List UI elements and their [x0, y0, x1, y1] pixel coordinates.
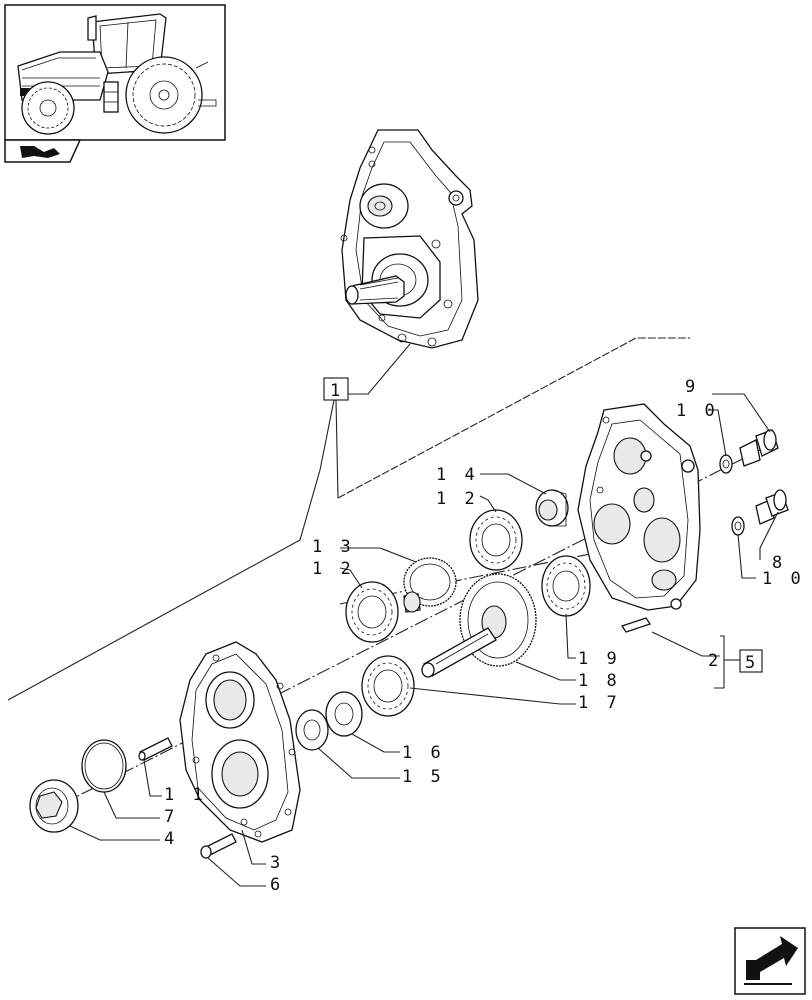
callout-1: 1: [7, 337, 690, 701]
screw-6: [200, 833, 237, 859]
callout-10-lower: 1 0: [762, 569, 805, 589]
pin-11: [138, 737, 173, 761]
gear-shaft-18: [421, 573, 537, 678]
callout-19: 1 9: [578, 649, 621, 669]
gear-13: [403, 557, 457, 613]
callout-12-lower: 1 2: [312, 559, 355, 579]
bolt-lower: [731, 489, 789, 536]
bearing-12-lower: [345, 581, 399, 643]
callout-4: 4: [164, 829, 178, 849]
bearing-19: [541, 555, 591, 617]
bearing-12-upper: [469, 509, 523, 571]
callout-11: 1 1: [164, 785, 207, 805]
bolt-upper: [719, 429, 779, 474]
front-cover: [179, 641, 301, 843]
callout-5: 5: [745, 653, 759, 673]
o-ring-7: [81, 739, 127, 793]
callout-14: 1 4: [436, 465, 479, 485]
callout-12-upper: 1 2: [436, 489, 479, 509]
dowel-pin: [620, 617, 720, 657]
callout-7: 7: [164, 807, 178, 827]
leader-lines: [69, 393, 779, 887]
rear-housing: [577, 403, 701, 611]
book-arrow-icon[interactable]: [4, 139, 82, 163]
assembled-gearbox-housing: [340, 129, 479, 349]
callout-labels: 9 1 0 8 1 0 1 4 1 2 1 3 1 2 1 9 2 5 1 8 …: [164, 377, 805, 895]
spacer-16: [325, 691, 363, 737]
callout-3: 3: [270, 853, 284, 873]
tractor-icon: [17, 13, 217, 135]
callout-6: 6: [270, 875, 284, 895]
bearing-17: [361, 655, 415, 717]
cap-nut-4: [29, 779, 79, 833]
callout-16: 1 6: [402, 743, 445, 763]
callout-8: 8: [772, 553, 786, 573]
callout-15: 1 5: [402, 767, 445, 787]
callout-18: 1 8: [578, 671, 621, 691]
callout-17: 1 7: [578, 693, 621, 713]
spacer-15: [295, 709, 329, 751]
callout-13: 1 3: [312, 537, 355, 557]
svg-text:1: 1: [330, 381, 344, 401]
bearing-14: [535, 489, 569, 527]
next-page-arrow-icon[interactable]: [734, 927, 806, 995]
callout-2: 2: [708, 651, 722, 671]
tractor-thumbnail[interactable]: [4, 4, 226, 141]
callout-10-upper: 1 0: [676, 401, 719, 421]
callout-9: 9: [685, 377, 699, 397]
